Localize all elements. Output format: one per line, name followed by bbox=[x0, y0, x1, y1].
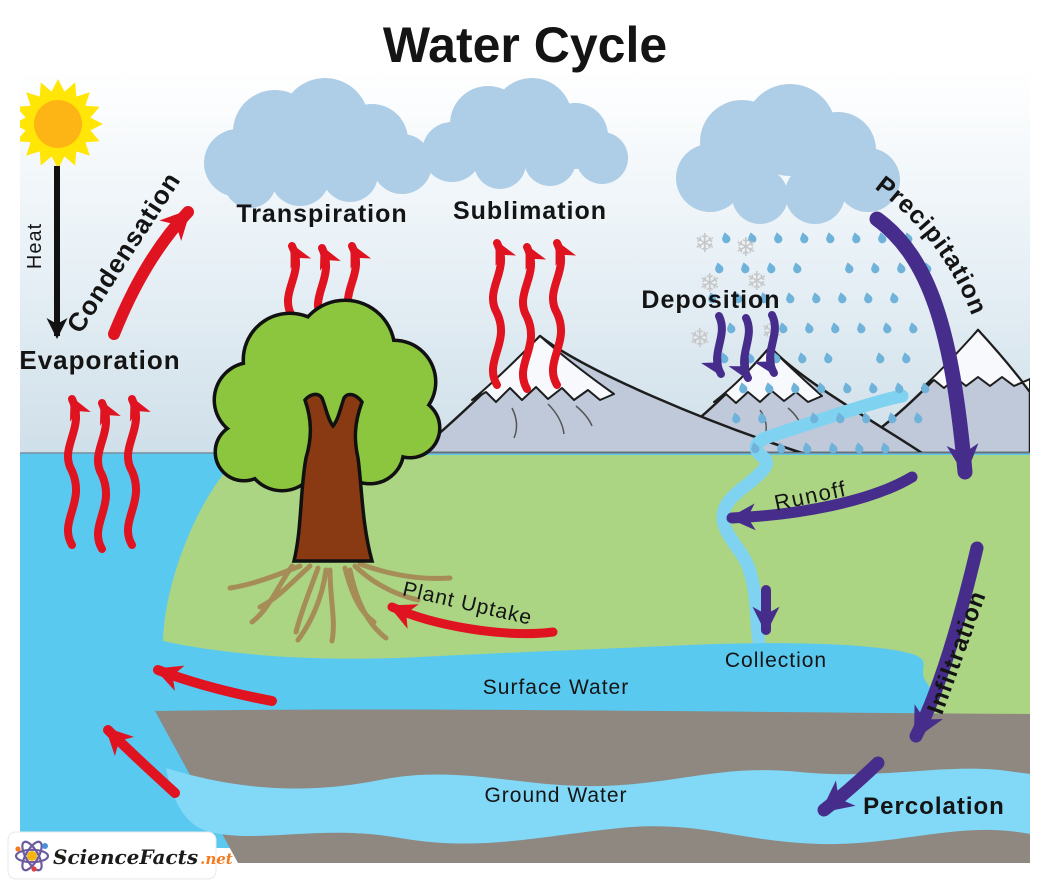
raindrop-icon bbox=[824, 352, 833, 364]
raindrop-icon bbox=[855, 442, 864, 454]
label-percolation: Percolation bbox=[863, 793, 1005, 820]
raindrop-icon bbox=[890, 292, 899, 304]
logo-background bbox=[7, 831, 217, 880]
raindrop-icon bbox=[876, 352, 885, 364]
label-surface-water: Surface Water bbox=[483, 676, 629, 699]
raindrop-icon bbox=[909, 322, 918, 334]
raindrop-icon bbox=[741, 262, 750, 274]
raindrop-icon bbox=[897, 262, 906, 274]
cloud-transpiration bbox=[204, 78, 432, 208]
raindrop-icon bbox=[810, 412, 819, 424]
raindrop-icon bbox=[829, 442, 838, 454]
raindrop-icon bbox=[838, 292, 847, 304]
raindrop-icon bbox=[914, 412, 923, 424]
raindrop-icon bbox=[793, 262, 802, 274]
raindrop-icon bbox=[857, 322, 866, 334]
raindrop-icon bbox=[888, 412, 897, 424]
snowflake-icon: ❄ bbox=[694, 229, 716, 259]
raindrop-icon bbox=[786, 292, 795, 304]
raindrop-icon bbox=[732, 412, 741, 424]
label-collection: Collection bbox=[725, 649, 827, 672]
atom-icon bbox=[14, 840, 50, 872]
river-stream bbox=[716, 389, 909, 659]
tree-roots bbox=[227, 561, 453, 644]
label-transpiration: Transpiration bbox=[236, 200, 407, 228]
raindrop-icon bbox=[805, 322, 814, 334]
raindrop-icon bbox=[800, 232, 809, 244]
raindrop-icon bbox=[798, 352, 807, 364]
return-flow-arrows bbox=[103, 665, 277, 798]
page-title: Water Cycle bbox=[383, 17, 667, 73]
snowflake-icon: ❄ bbox=[689, 324, 711, 354]
label-sublimation: Sublimation bbox=[453, 197, 607, 225]
condensation-arrow bbox=[108, 206, 194, 340]
raindrop-icon bbox=[767, 262, 776, 274]
raindrop-icon bbox=[779, 322, 788, 334]
tree bbox=[212, 298, 453, 644]
raindrop-icon bbox=[751, 442, 760, 454]
raindrop-icon bbox=[869, 382, 878, 394]
label-heat: Heat bbox=[24, 223, 46, 269]
raindrop-icon bbox=[864, 292, 873, 304]
tree-trunk bbox=[291, 392, 375, 563]
raindrop-icon bbox=[722, 232, 731, 244]
raindrop-icon bbox=[826, 232, 835, 244]
infiltration-arrow bbox=[909, 541, 984, 743]
raindrop-icon bbox=[921, 382, 930, 394]
label-deposition: Deposition bbox=[641, 286, 780, 314]
raindrop-icon bbox=[895, 382, 904, 394]
raindrop-icon bbox=[878, 232, 887, 244]
raindrop-icon bbox=[881, 442, 890, 454]
raindrop-icon bbox=[845, 262, 854, 274]
deposition-arrows bbox=[700, 311, 779, 382]
raindrop-icon bbox=[715, 262, 724, 274]
raindrop-icon bbox=[765, 382, 774, 394]
raindrop-icon bbox=[758, 412, 767, 424]
label-ground-water: Ground Water bbox=[484, 784, 627, 807]
snowflake-icon: ❄ bbox=[746, 267, 768, 297]
raindrop-icon bbox=[817, 382, 826, 394]
runoff-arrow bbox=[726, 471, 918, 531]
sublimation-arrows bbox=[488, 239, 577, 393]
raindrop-icon bbox=[774, 232, 783, 244]
raindrop-icon bbox=[777, 442, 786, 454]
cloud-rain bbox=[676, 84, 900, 224]
raindrop-icon bbox=[836, 412, 845, 424]
percolation-arrow bbox=[817, 756, 885, 817]
label-evaporation: Evaporation bbox=[19, 345, 180, 375]
cloud-sublimation bbox=[422, 78, 628, 189]
raindrop-icon bbox=[748, 232, 757, 244]
snowflakes: ❄ ❄ ❄ ❄ ❄ ❄ bbox=[689, 229, 783, 354]
raindrop-icon bbox=[862, 412, 871, 424]
raindrop-icon bbox=[727, 322, 736, 334]
plant-uptake-arrow bbox=[387, 602, 558, 639]
logo-sciencefacts: ScienceFacts.net bbox=[7, 831, 233, 880]
logo-text: ScienceFacts.net bbox=[53, 845, 233, 869]
raindrop-icon bbox=[871, 262, 880, 274]
raindrop-icon bbox=[708, 292, 717, 304]
raindrop-icon bbox=[831, 322, 840, 334]
surface-water-band bbox=[158, 640, 932, 714]
raindrop-icon bbox=[739, 382, 748, 394]
raindrop-icon bbox=[843, 382, 852, 394]
raindrop-icon bbox=[734, 292, 743, 304]
raindrop-icon bbox=[812, 292, 821, 304]
raindrop-icon bbox=[791, 382, 800, 394]
raindrop-icon bbox=[760, 292, 769, 304]
raindrop-icon bbox=[852, 232, 861, 244]
raindrop-icon bbox=[803, 442, 812, 454]
raindrop-icon bbox=[883, 322, 892, 334]
sun-core bbox=[34, 100, 82, 148]
snowflake-icon: ❄ bbox=[699, 269, 721, 299]
snowflake-icon: ❄ bbox=[735, 233, 757, 263]
raindrop-icon bbox=[902, 352, 911, 364]
precipitation-arrow bbox=[869, 211, 979, 480]
evaporation-arrows bbox=[63, 395, 151, 553]
ground-water-band bbox=[166, 768, 1030, 845]
